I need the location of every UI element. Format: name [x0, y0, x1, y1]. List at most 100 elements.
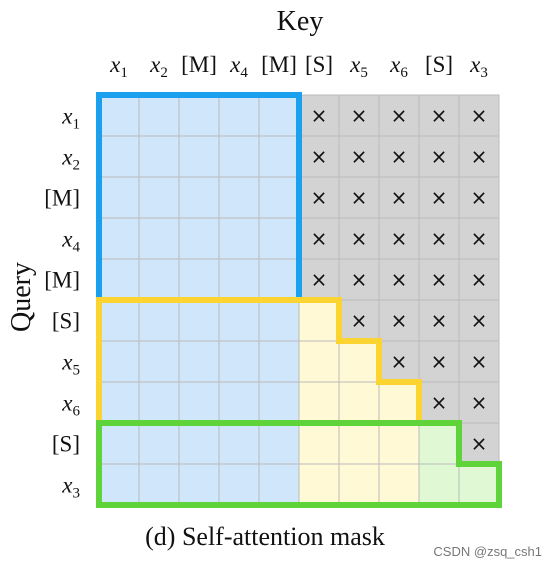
- mask-cross: ×: [391, 104, 408, 128]
- visible-cell: [258, 340, 300, 383]
- key-token-label: x4: [229, 52, 248, 81]
- masked-cell: [298, 258, 340, 301]
- masked-cell: [378, 340, 420, 383]
- masked-cell: [338, 94, 380, 137]
- visible-cell: [258, 135, 300, 178]
- mask-cross: ×: [431, 186, 448, 210]
- visible-cell: [178, 463, 220, 506]
- visible-cell: [98, 422, 140, 465]
- mask-cross: ×: [431, 145, 448, 169]
- visible-cell: [258, 176, 300, 219]
- visible-cell: [178, 381, 220, 424]
- visible-cell: [98, 463, 140, 506]
- visible-cell: [178, 94, 220, 137]
- key-token-label: [S]: [305, 52, 333, 77]
- visible-cell: [258, 422, 300, 465]
- visible-cell: [178, 422, 220, 465]
- masked-cell: [458, 176, 500, 219]
- visible-cell: [378, 463, 420, 506]
- visible-cell: [98, 299, 140, 342]
- query-token-label: [M]: [44, 186, 80, 211]
- visible-cell: [258, 94, 300, 137]
- key-token-label: x1: [109, 52, 128, 81]
- visible-cell: [138, 135, 180, 178]
- visible-cell: [138, 176, 180, 219]
- masked-cell: [378, 135, 420, 178]
- query-token-label: x3: [61, 473, 80, 502]
- visible-cell: [138, 381, 180, 424]
- visible-cell: [218, 217, 260, 260]
- visible-cell: [98, 176, 140, 219]
- key-token-label: [M]: [261, 52, 297, 77]
- visible-cell: [178, 258, 220, 301]
- visible-cell: [98, 94, 140, 137]
- masked-cell: [338, 258, 380, 301]
- mask-cross: ×: [471, 432, 488, 456]
- visible-cell: [218, 299, 260, 342]
- visible-cell: [338, 381, 380, 424]
- mask-cross: ×: [431, 104, 448, 128]
- mask-cross: ×: [471, 227, 488, 251]
- visible-cell: [298, 381, 340, 424]
- visible-cell: [258, 217, 300, 260]
- masked-cell: [418, 217, 460, 260]
- visible-cell: [98, 217, 140, 260]
- visible-cell: [258, 381, 300, 424]
- mask-cross: ×: [391, 186, 408, 210]
- query-token-label: x2: [61, 145, 80, 174]
- mask-cross: ×: [431, 268, 448, 292]
- mask-cross: ×: [311, 268, 328, 292]
- visible-cell: [98, 258, 140, 301]
- key-token-label: x3: [469, 52, 488, 81]
- mask-cross: ×: [471, 104, 488, 128]
- query-token-label: [S]: [52, 309, 80, 334]
- key-token-label: [S]: [425, 52, 453, 77]
- visible-cell: [218, 463, 260, 506]
- visible-cell: [138, 299, 180, 342]
- mask-cross: ×: [351, 268, 368, 292]
- masked-cell: [458, 299, 500, 342]
- visible-cell: [298, 422, 340, 465]
- visible-cell: [98, 135, 140, 178]
- mask-cross: ×: [391, 268, 408, 292]
- mask-cross: ×: [391, 350, 408, 374]
- visible-cell: [218, 176, 260, 219]
- visible-cell: [378, 381, 420, 424]
- mask-cross: ×: [471, 391, 488, 415]
- masked-cell: [458, 340, 500, 383]
- masked-cell: [418, 176, 460, 219]
- masked-cell: [418, 258, 460, 301]
- visible-cell: [338, 340, 380, 383]
- mask-cross: ×: [351, 186, 368, 210]
- visible-cell: [178, 176, 220, 219]
- visible-cell: [218, 94, 260, 137]
- visible-cell: [218, 340, 260, 383]
- visible-cell: [218, 381, 260, 424]
- mask-cross: ×: [351, 145, 368, 169]
- visible-cell: [298, 463, 340, 506]
- masked-cell: [378, 258, 420, 301]
- mask-cross: ×: [351, 227, 368, 251]
- visible-cell: [178, 135, 220, 178]
- visible-cell: [178, 340, 220, 383]
- visible-cell: [138, 217, 180, 260]
- key-token-label: [M]: [181, 52, 217, 77]
- mask-cross: ×: [311, 227, 328, 251]
- key-token-label: x6: [389, 52, 408, 81]
- visible-cell: [258, 463, 300, 506]
- visible-cell: [258, 299, 300, 342]
- mask-cross: ×: [471, 186, 488, 210]
- mask-cross: ×: [351, 309, 368, 333]
- key-token-label: x5: [349, 52, 368, 81]
- masked-cell: [298, 94, 340, 137]
- visible-cell: [218, 135, 260, 178]
- visible-cell: [138, 422, 180, 465]
- masked-cell: [418, 135, 460, 178]
- visible-cell: [338, 422, 380, 465]
- visible-cell: [298, 340, 340, 383]
- visible-cell: [138, 463, 180, 506]
- span-2-border: [96, 420, 502, 508]
- query-token-label: x6: [61, 391, 80, 420]
- masked-cell: [378, 94, 420, 137]
- mask-cross: ×: [311, 145, 328, 169]
